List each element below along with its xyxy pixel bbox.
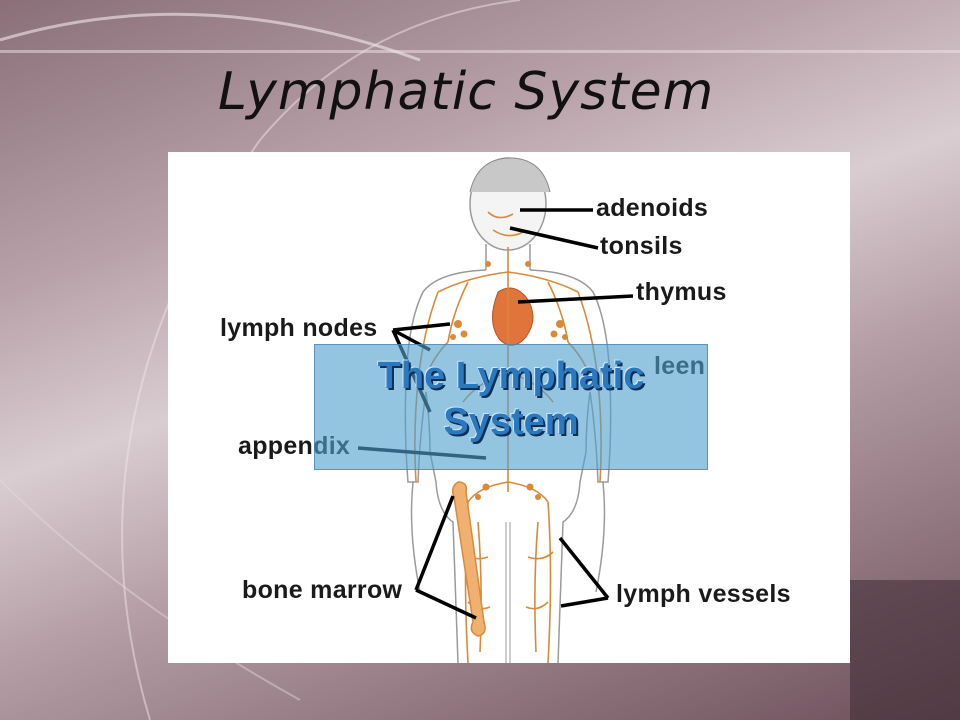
overlay-title: The Lymphatic System xyxy=(377,355,645,443)
label-lymph-vessels: lymph vessels xyxy=(616,580,791,608)
label-lymph-nodes: lymph nodes xyxy=(220,314,378,342)
title-overlay-box: The Lymphatic System xyxy=(314,344,708,470)
label-tonsils: tonsils xyxy=(600,232,683,260)
slide-title: Lymphatic System xyxy=(218,62,715,122)
label-adenoids: adenoids xyxy=(596,194,709,222)
label-bone-marrow: bone marrow xyxy=(242,576,403,604)
lymphatic-diagram: adenoids tonsils thymus lymph nodes leen… xyxy=(168,152,850,663)
label-thymus: thymus xyxy=(636,278,727,306)
